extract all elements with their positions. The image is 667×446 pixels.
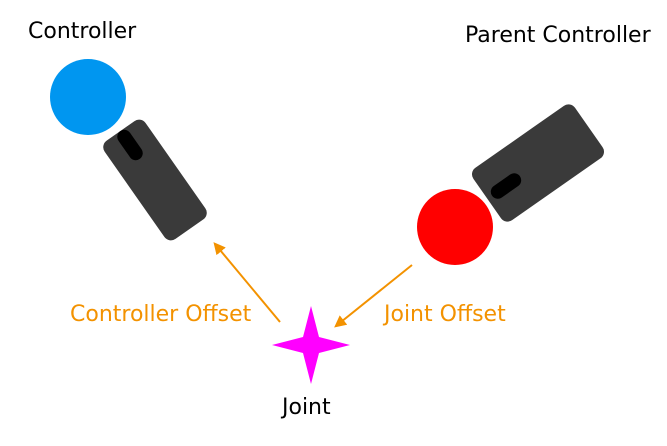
joint-star-icon bbox=[272, 306, 350, 384]
controller-label: Controller bbox=[28, 19, 137, 44]
controller-button bbox=[117, 129, 143, 161]
joint-label: Joint bbox=[280, 395, 331, 420]
controller-offset-arrow bbox=[213, 242, 281, 323]
controller-icon bbox=[50, 59, 207, 241]
joint-offset-arrow bbox=[334, 264, 413, 328]
parent-controller-icon bbox=[417, 104, 605, 265]
joint-offset-label: Joint Offset bbox=[382, 302, 506, 327]
parent-controller-label: Parent Controller bbox=[465, 23, 652, 48]
controller-body bbox=[103, 119, 207, 241]
controller-offset-label: Controller Offset bbox=[70, 302, 252, 327]
parent-controller-button bbox=[490, 173, 522, 199]
parent-controller-body bbox=[471, 104, 605, 222]
parent-controller-ball bbox=[417, 189, 493, 265]
controller-ball bbox=[50, 59, 126, 135]
